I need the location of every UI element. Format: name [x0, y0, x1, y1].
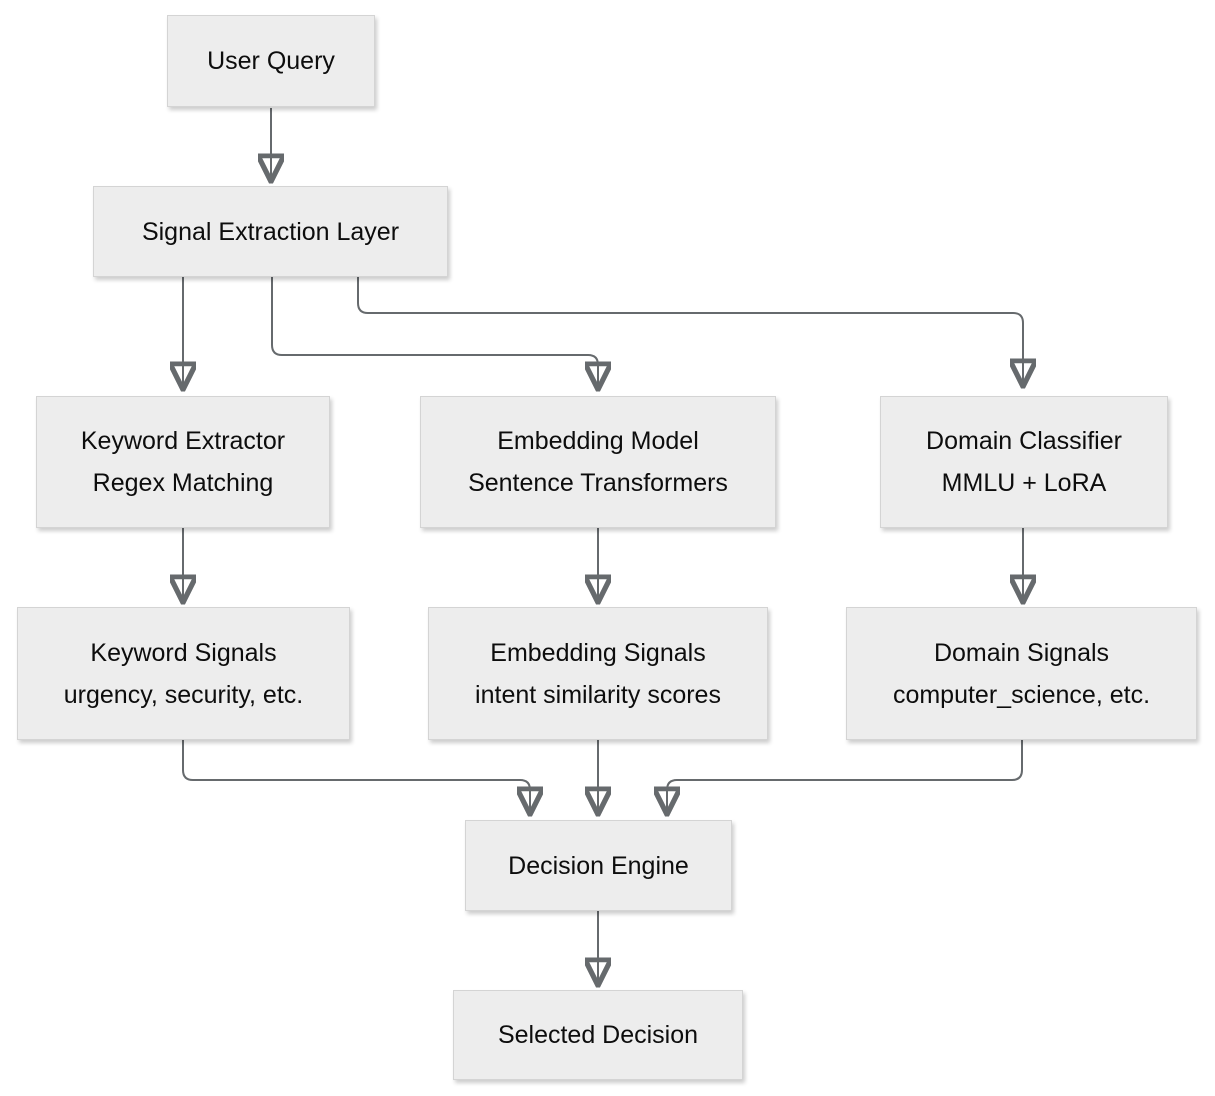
node-keyword-extractor-subtitle: Regex Matching: [92, 469, 274, 497]
edge-keyword-signals-to-decision-engine: [182, 740, 530, 812]
node-selected-decision: Selected Decision: [453, 990, 743, 1080]
node-keyword-extractor-title: Keyword Extractor: [80, 427, 286, 455]
node-domain-signals: Domain Signals computer_science, etc.: [846, 607, 1197, 740]
node-keyword-extractor: Keyword Extractor Regex Matching: [36, 396, 330, 528]
node-domain-signals-title: Domain Signals: [933, 638, 1110, 667]
edge-signal-extraction-to-domain-classifier: [357, 277, 1023, 384]
node-user-query-label: User Query: [207, 47, 335, 75]
node-embedding-signals-title: Embedding Signals: [490, 638, 706, 667]
node-user-query: User Query: [167, 15, 375, 107]
node-keyword-signals-title: Keyword Signals: [90, 638, 277, 667]
node-domain-signals-subtitle: computer_science, etc.: [892, 680, 1151, 709]
node-selected-decision-label: Selected Decision: [497, 1021, 699, 1049]
node-embedding-model: Embedding Model Sentence Transformers: [420, 396, 776, 528]
node-embedding-model-title: Embedding Model: [497, 427, 699, 455]
node-keyword-signals: Keyword Signals urgency, security, etc.: [17, 607, 350, 740]
node-signal-extraction-label: Signal Extraction Layer: [141, 217, 400, 246]
node-domain-classifier: Domain Classifier MMLU + LoRA: [880, 396, 1168, 528]
node-keyword-signals-subtitle: urgency, security, etc.: [63, 680, 304, 709]
node-decision-engine-label: Decision Engine: [508, 851, 689, 880]
node-signal-extraction-layer: Signal Extraction Layer: [93, 186, 448, 277]
node-domain-classifier-title: Domain Classifier: [926, 427, 1122, 455]
node-decision-engine: Decision Engine: [465, 820, 732, 911]
node-domain-classifier-subtitle: MMLU + LoRA: [941, 469, 1107, 497]
node-embedding-signals: Embedding Signals intent similarity scor…: [428, 607, 768, 740]
edge-signal-extraction-to-embedding-model: [271, 277, 598, 387]
node-embedding-model-subtitle: Sentence Transformers: [468, 469, 728, 497]
edge-domain-signals-to-decision-engine: [667, 740, 1023, 812]
node-embedding-signals-subtitle: intent similarity scores: [475, 680, 721, 709]
